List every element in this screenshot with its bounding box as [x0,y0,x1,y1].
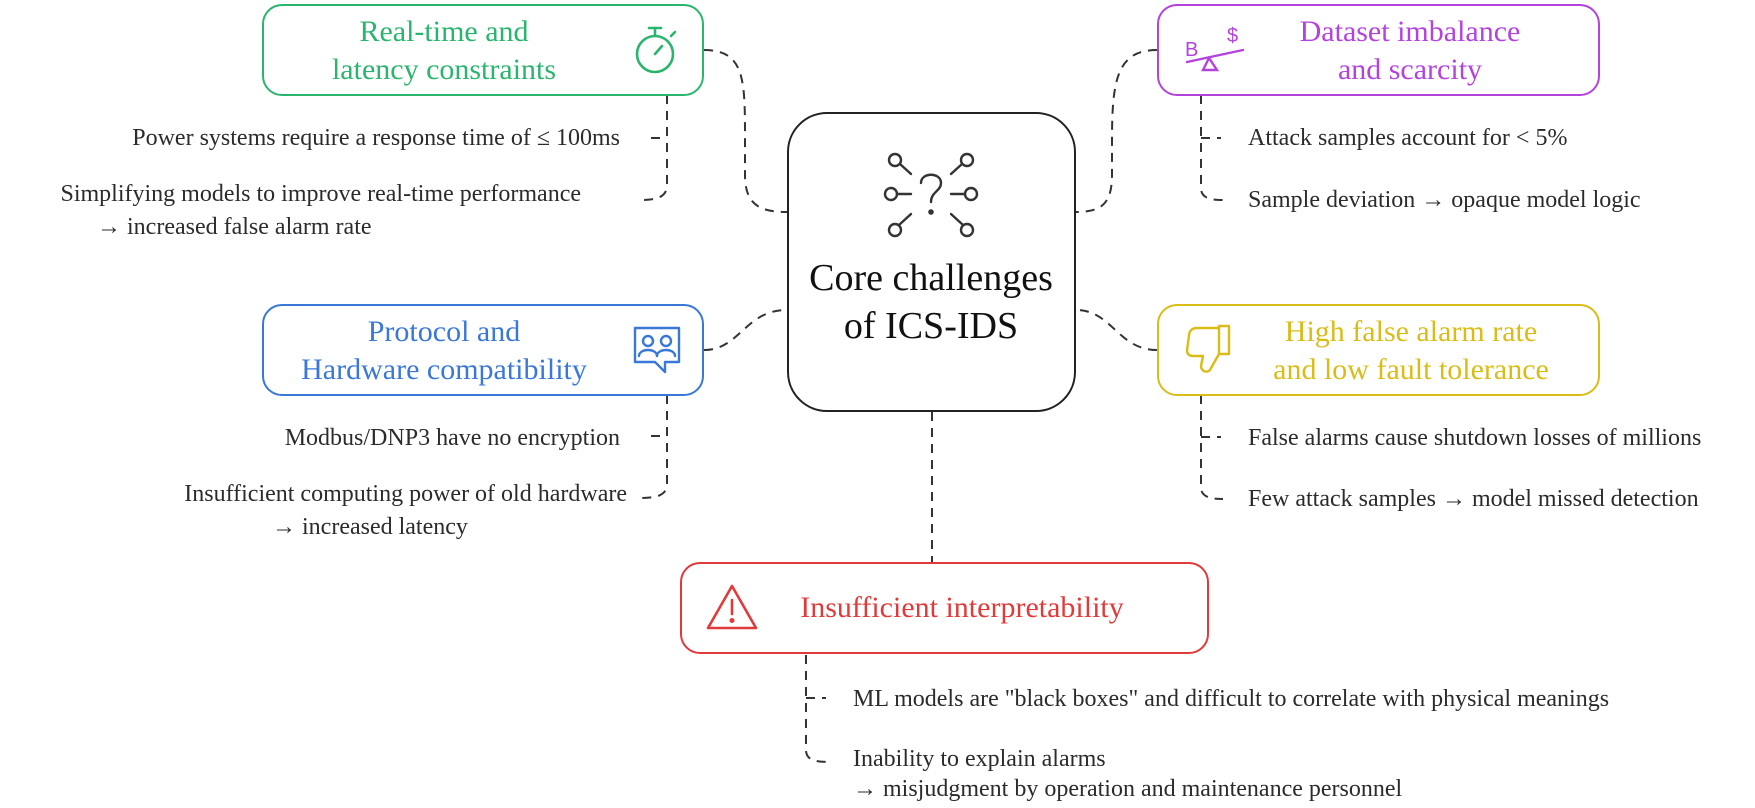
branch-realtime [639,95,668,201]
interpret-item-2: Inability to explain alarms [853,746,1106,772]
stopwatch-icon [635,26,677,74]
dataset-item-1: Attack samples account for < 5% [1248,125,1568,151]
falsealarm-item-1: False alarms cause shutdown losses of mi… [1248,425,1702,451]
thumbs-down-icon [1185,324,1231,373]
svg-text:B: B [1185,39,1198,61]
branch-dataset [1200,95,1224,201]
protocol-item-1: Modbus/DNP3 have no encryption [284,425,620,451]
connector-falsealarm [1075,309,1158,351]
protocol-item-2: Insufficient computing power of old hard… [184,481,627,507]
balance-scale-icon: B $ [1185,25,1245,72]
realtime-item-2-cont: → increased false alarm rate [97,214,372,240]
realtime-title-line2: latency constraints [331,53,557,86]
realtime-item-2-line1: Simplifying models to improve real-time … [60,181,581,207]
center-title-line1: Core challenges [809,257,1053,299]
dataset-title: Dataset imbalance and scarcity [1255,13,1565,89]
center-node: Core challenges of ICS-IDS [787,112,1076,412]
center-title-line2: of ICS-IDS [843,305,1019,347]
dataset-title-line2: and scarcity [1337,53,1483,86]
protocol-title-line1: Protocol and [367,315,521,348]
users-chat-icon [633,326,681,374]
realtime-item-2: Simplifying models to improve real-time … [60,178,581,211]
svg-text:$: $ [1227,25,1238,47]
interpret-node: Insufficient interpretability [680,562,1209,654]
warning-icon [706,584,758,630]
interpret-title: Insufficient interpretability [800,591,1124,624]
realtime-node: Real-time and latency constraints [262,4,704,96]
dataset-title-line1: Dataset imbalance [1299,15,1521,48]
interpret-item-2-cont: → misjudgment by operation and maintenan… [853,776,1403,802]
center-title: Core challenges of ICS-IDS [789,254,1073,350]
branch-interpret [805,655,831,763]
falsealarm-item-2: Few attack samples → model missed detect… [1248,486,1699,512]
realtime-title-line1: Real-time and [359,15,529,48]
connector-dataset [1075,49,1158,213]
falsealarm-title-line2: and low fault tolerance [1273,353,1549,386]
question-network-icon [883,152,979,238]
realtime-item-1: Power systems require a response time of… [132,125,620,151]
interpret-item-1: ML models are "black boxes" and difficul… [853,686,1610,712]
connector-realtime [703,49,788,213]
protocol-node: Protocol and Hardware compatibility [262,304,704,396]
branch-protocol [639,395,668,499]
branch-falsealarm [1200,395,1224,500]
protocol-item-2-cont: → increased latency [272,514,468,540]
realtime-title: Real-time and latency constraints [284,13,604,89]
falsealarm-node: High false alarm rate and low fault tole… [1157,304,1600,396]
dataset-item-2: Sample deviation → opaque model logic [1248,187,1641,213]
protocol-title-line2: Hardware compatibility [301,353,587,386]
protocol-title: Protocol and Hardware compatibility [274,313,614,389]
falsealarm-title-line1: High false alarm rate [1284,315,1538,348]
dataset-node: B $ Dataset imbalance and scarcity [1157,4,1600,96]
falsealarm-title: High false alarm rate and low fault tole… [1251,313,1571,389]
connector-protocol [703,309,788,351]
